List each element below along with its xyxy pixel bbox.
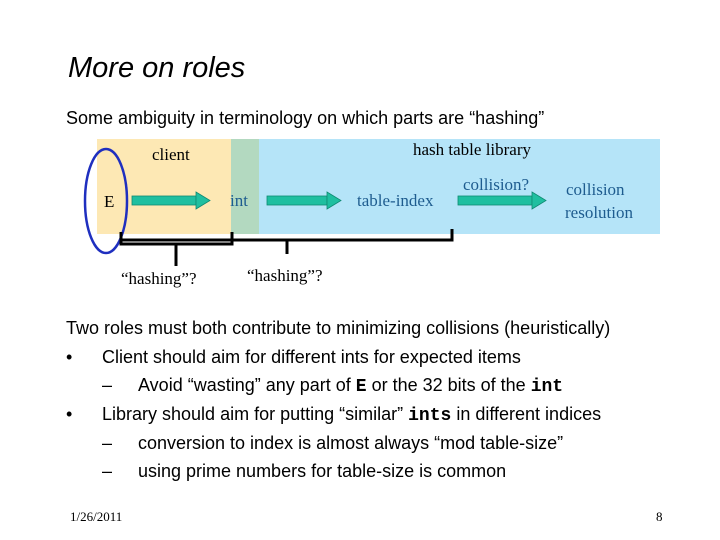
int-region xyxy=(231,139,259,234)
e-highlight-ellipse xyxy=(83,147,129,255)
bullet-library-text-2: in different indices xyxy=(451,404,602,424)
library-region xyxy=(259,139,660,234)
sub-bullet-prime-numbers: using prime numbers for table-size is co… xyxy=(138,461,507,481)
code-int: int xyxy=(530,377,564,397)
bullet-marker-1: • xyxy=(66,347,73,367)
bullet-library: Library should aim for putting “similar”… xyxy=(102,404,601,426)
table-index-label: table-index xyxy=(357,191,434,210)
resolution-label-line1: collision xyxy=(566,180,625,199)
e-label: E xyxy=(104,192,115,211)
dash-marker-3: – xyxy=(102,461,113,481)
slide-date: 1/26/2011 xyxy=(70,509,123,524)
dash-marker-2: – xyxy=(102,433,113,453)
arrow-int-to-index xyxy=(266,191,342,210)
arrow-index-to-resolution xyxy=(457,191,547,210)
slide-subtitle: Some ambiguity in terminology on which p… xyxy=(66,108,545,128)
dash-marker-1: – xyxy=(102,375,113,395)
resolution-label-line2: resolution xyxy=(565,203,633,222)
bracket-long xyxy=(119,229,454,254)
code-e: E xyxy=(355,377,367,397)
diagram-graphics xyxy=(83,139,660,266)
sub-bullet-mod-table-size: conversion to index is almost always “mo… xyxy=(138,433,564,453)
library-label: hash table library xyxy=(413,140,532,159)
bracket-short xyxy=(119,232,234,266)
arrow-e-to-int xyxy=(131,191,211,210)
hashing-question-short: “hashing”? xyxy=(121,269,197,288)
slide-title: More on roles xyxy=(68,52,246,84)
hashing-diagram: client hash table library E int table-in… xyxy=(83,139,660,288)
sub-bullet-avoid-text-1: Avoid “wasting” any part of xyxy=(138,375,356,395)
hashing-question-long: “hashing”? xyxy=(247,266,323,285)
bullet-marker-2: • xyxy=(66,404,73,424)
intro-line: Two roles must both contribute to minimi… xyxy=(66,318,611,338)
sub-bullet-avoid-text-2: or the 32 bits of the xyxy=(366,375,531,395)
bullet-library-text-1: Library should aim for putting “similar” xyxy=(102,404,409,424)
client-label: client xyxy=(152,145,190,164)
int-label: int xyxy=(230,191,248,210)
sub-bullet-avoid-wasting: Avoid “wasting” any part of E or the 32 … xyxy=(138,375,563,397)
page-number: 8 xyxy=(656,509,663,524)
client-region xyxy=(97,139,231,234)
bullet-client: Client should aim for different ints for… xyxy=(102,347,521,367)
code-ints: ints xyxy=(408,406,452,426)
collision-question-label: collision? xyxy=(463,175,530,194)
